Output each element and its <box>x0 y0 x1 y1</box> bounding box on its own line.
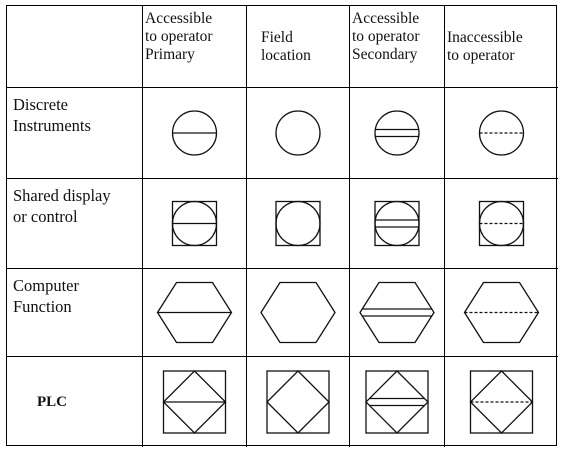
column-header-secondary: Accessible to operator Secondary <box>350 6 445 88</box>
symbol-cell <box>350 269 445 357</box>
symbol-cell <box>445 88 558 179</box>
symbol-cell <box>143 269 247 357</box>
plc-inaccessible-symbol <box>445 357 558 447</box>
row-header-shared-display: Shared display or control <box>7 179 143 269</box>
diamond-shape <box>162 370 227 434</box>
symbol-cell <box>247 88 350 179</box>
symbol-cell <box>247 269 350 357</box>
shared-secondary-symbol <box>350 179 444 268</box>
symbol-cell <box>350 357 445 447</box>
hexagon-shape <box>463 281 540 344</box>
discrete-primary-symbol <box>143 88 246 178</box>
circle-shape <box>374 200 420 247</box>
symbol-cell <box>143 88 247 179</box>
circle-shape <box>374 110 420 156</box>
hexagon-shape <box>260 281 336 344</box>
symbol-cell <box>143 357 247 447</box>
row-header-discrete-instruments: Discrete Instruments <box>7 88 143 179</box>
circle-shape <box>275 200 321 247</box>
computer-primary-symbol <box>143 269 246 356</box>
symbol-cell <box>247 357 350 447</box>
shared-primary-symbol <box>143 179 246 268</box>
diamond-shape <box>266 370 330 434</box>
computer-inaccessible-symbol <box>445 269 558 356</box>
symbol-cell <box>247 179 350 269</box>
discrete-field-symbol <box>247 88 349 178</box>
diamond-shape <box>365 370 429 434</box>
column-header-field: Field location <box>247 6 350 88</box>
symbol-cell <box>350 179 445 269</box>
circle-shape <box>275 110 321 156</box>
row-header-computer-function: Computer Function <box>7 269 143 357</box>
plc-primary-symbol <box>143 357 246 447</box>
discrete-secondary-symbol <box>350 88 444 178</box>
column-header-inaccessible: Inaccessible to operator <box>445 6 558 88</box>
row-header-plc: PLC <box>7 357 143 447</box>
symbol-cell <box>445 269 558 357</box>
square-frame <box>365 370 429 434</box>
column-header-primary: Accessible to operator Primary <box>143 6 247 88</box>
computer-field-symbol <box>247 269 349 356</box>
symbol-cell <box>350 88 445 179</box>
diamond-shape <box>469 370 534 434</box>
symbol-cell <box>445 179 558 269</box>
computer-secondary-symbol <box>350 269 444 356</box>
instrument-symbol-table: Accessible to operator Primary Field loc… <box>6 5 558 447</box>
square-frame <box>266 370 330 434</box>
plc-secondary-symbol <box>350 357 444 447</box>
shared-field-symbol <box>247 179 349 268</box>
shared-inaccessible-symbol <box>445 179 558 268</box>
corner-header-cell <box>7 6 143 88</box>
symbol-cell <box>445 357 558 447</box>
symbol-cell <box>143 179 247 269</box>
discrete-inaccessible-symbol <box>445 88 558 178</box>
plc-field-symbol <box>247 357 349 447</box>
hexagon-shape <box>359 281 435 344</box>
